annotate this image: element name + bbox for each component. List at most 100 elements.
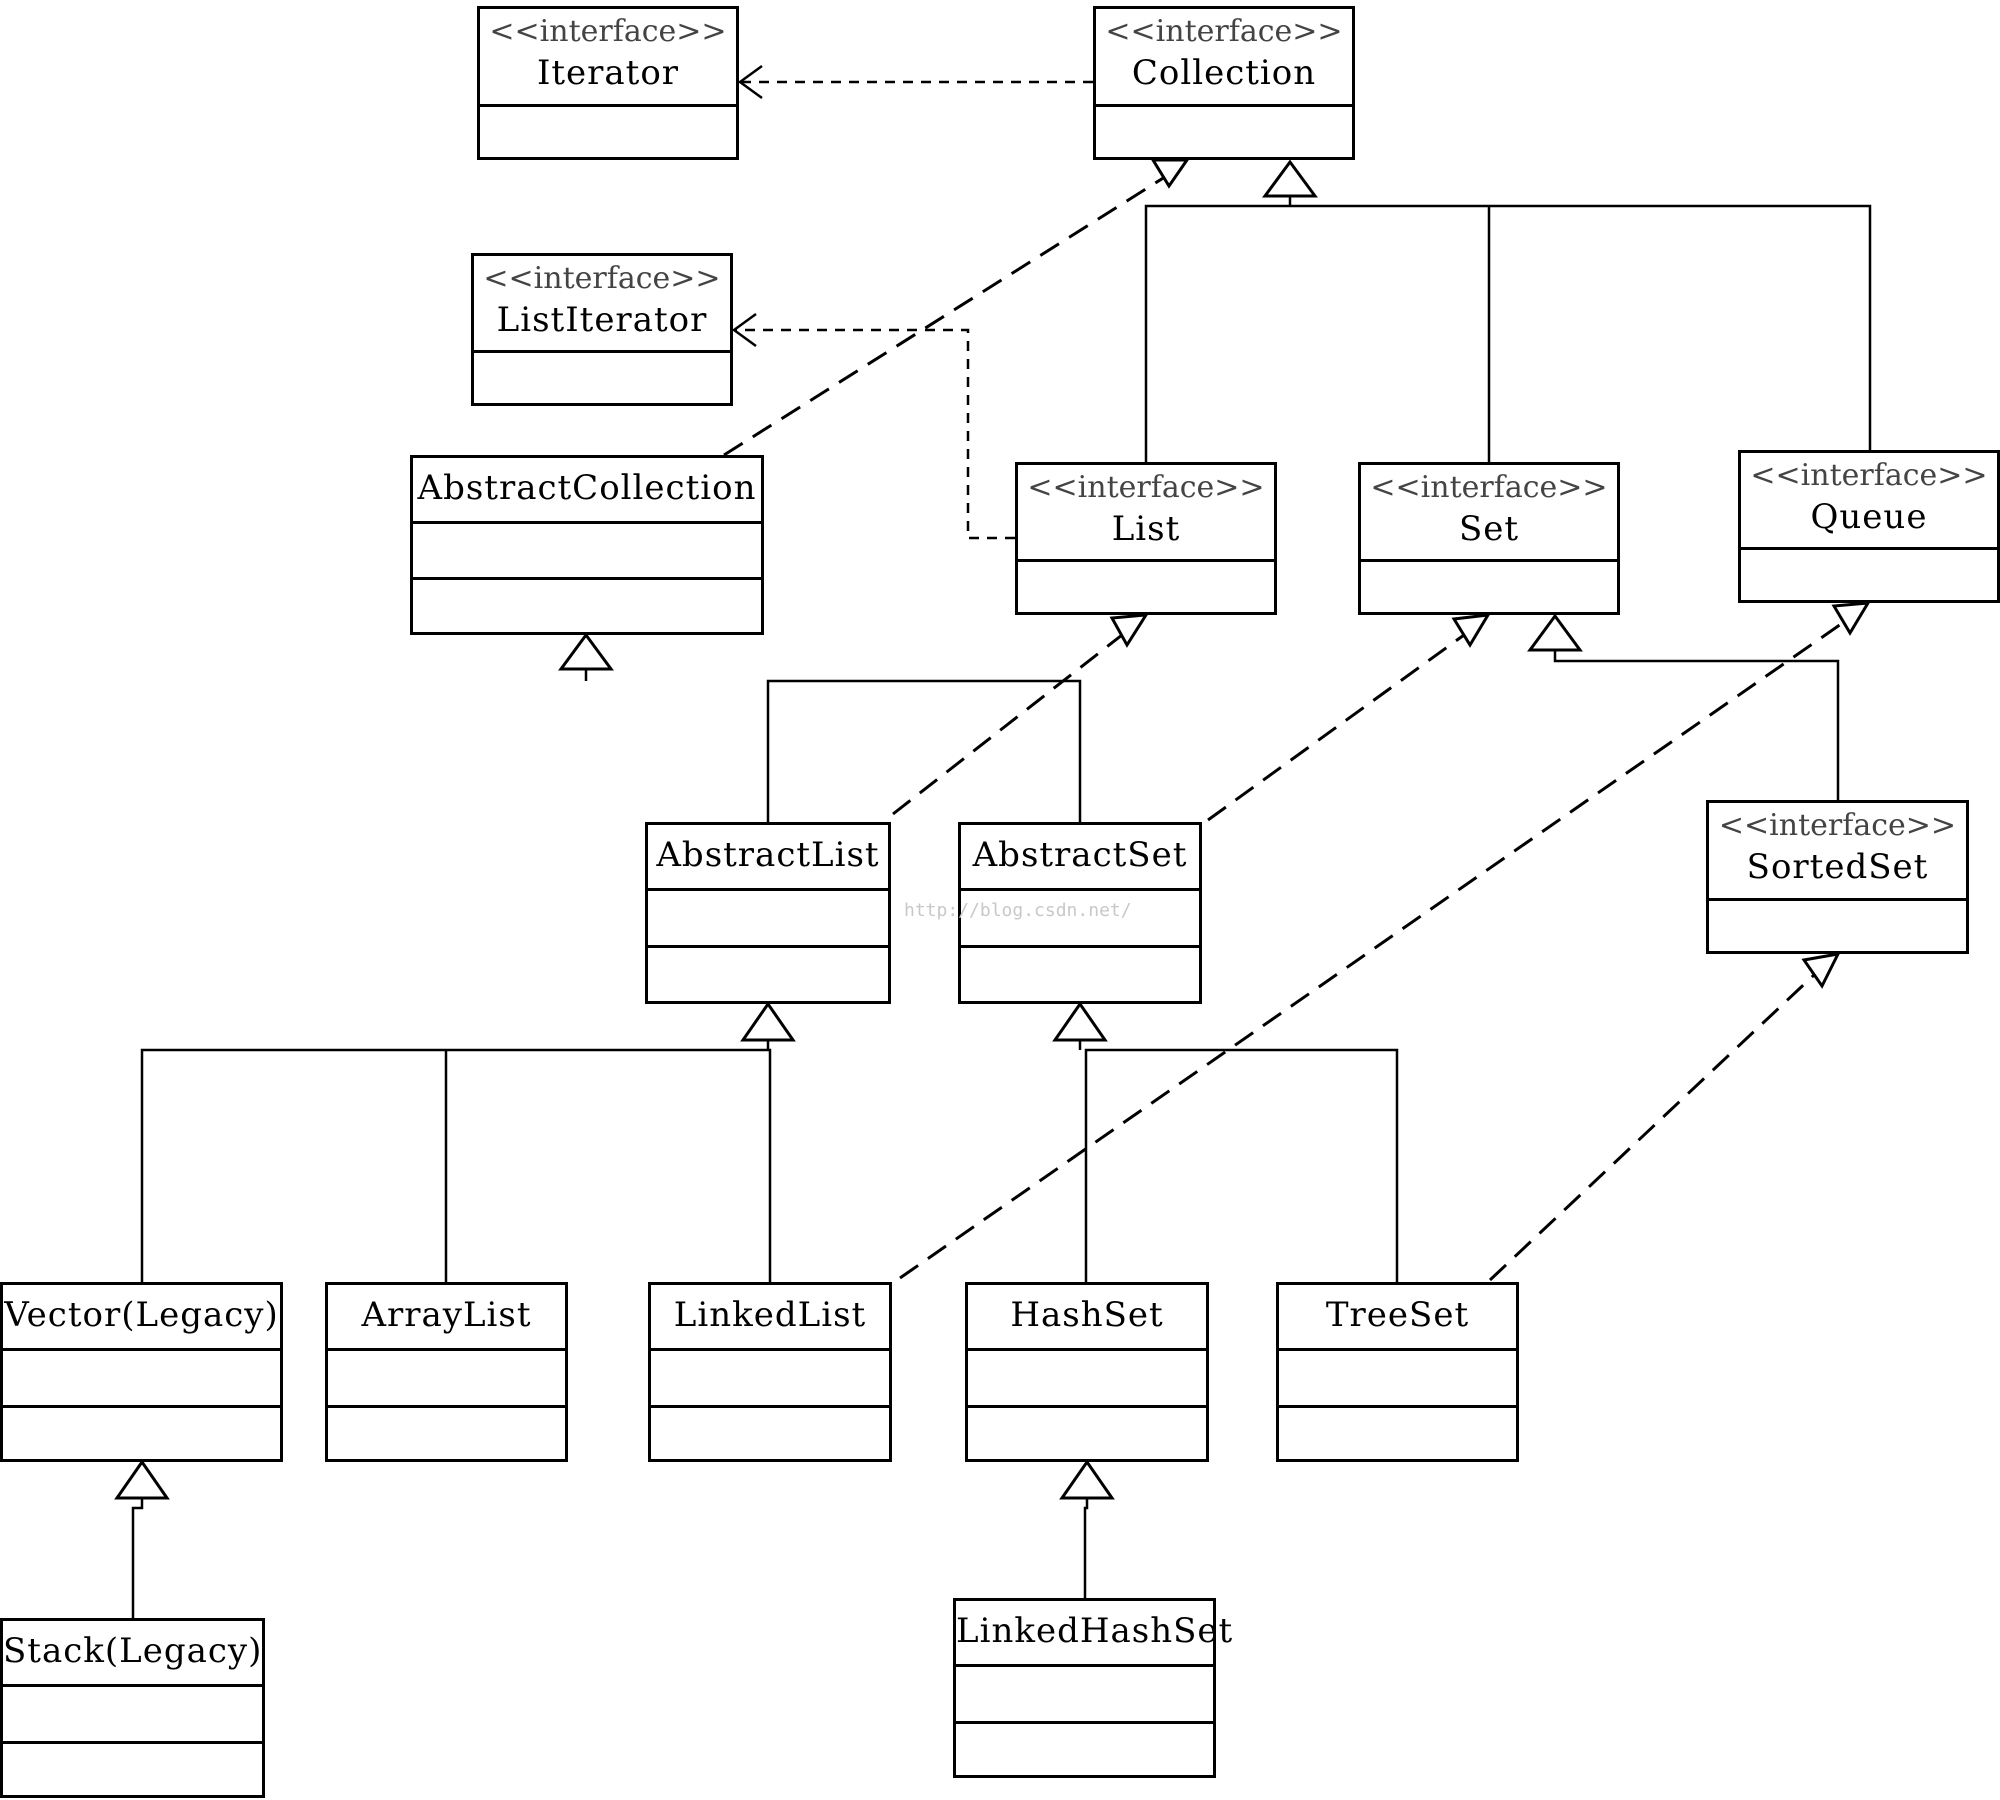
edge-abstractset-set bbox=[1207, 613, 1491, 822]
class-name: ArrayList bbox=[361, 1295, 532, 1335]
class-attributes bbox=[1279, 1351, 1516, 1408]
edge-collection-iterator bbox=[737, 64, 1093, 100]
stereotype-label: <<interface>> bbox=[483, 261, 721, 296]
class-attributes bbox=[480, 107, 736, 157]
class-header: <<interface>> SortedSet bbox=[1709, 803, 1966, 901]
class-box-linkedlist: LinkedList bbox=[648, 1282, 892, 1462]
class-name: List bbox=[1111, 509, 1181, 549]
edge-abstractset-children bbox=[1052, 1001, 1399, 1282]
class-header: LinkedHashSet bbox=[956, 1601, 1234, 1667]
class-box-list: <<interface>> List bbox=[1015, 462, 1277, 615]
class-methods bbox=[968, 1408, 1206, 1459]
class-box-sortedset: <<interface>> SortedSet bbox=[1706, 800, 1969, 954]
class-attributes bbox=[1709, 901, 1966, 951]
class-name: AbstractCollection bbox=[417, 468, 757, 508]
class-name: LinkedHashSet bbox=[956, 1611, 1234, 1651]
class-box-vector: Vector(Legacy) bbox=[0, 1282, 283, 1462]
edge-linkedlist-queue bbox=[899, 601, 1871, 1280]
stereotype-label: <<interface>> bbox=[1027, 470, 1265, 505]
class-methods bbox=[328, 1408, 565, 1459]
class-attributes bbox=[961, 891, 1199, 948]
watermark-text: http://blog.csdn.net/ bbox=[904, 900, 1132, 921]
class-attributes bbox=[3, 1687, 262, 1744]
stereotype-label: <<interface>> bbox=[1105, 14, 1343, 49]
class-methods bbox=[1279, 1408, 1516, 1459]
class-name: Queue bbox=[1810, 497, 1928, 537]
class-header: Stack(Legacy) bbox=[3, 1621, 262, 1687]
class-header: HashSet bbox=[968, 1285, 1206, 1351]
edge-abstractcollection-collection bbox=[723, 158, 1190, 457]
class-attributes bbox=[651, 1351, 889, 1408]
class-header: ArrayList bbox=[328, 1285, 565, 1351]
class-box-collection: <<interface>> Collection bbox=[1093, 6, 1355, 160]
class-attributes bbox=[3, 1351, 280, 1408]
class-attributes bbox=[1361, 562, 1617, 612]
class-methods bbox=[3, 1408, 280, 1459]
class-box-hashset: HashSet bbox=[965, 1282, 1209, 1462]
class-header: Vector(Legacy) bbox=[3, 1285, 280, 1351]
class-box-queue: <<interface>> Queue bbox=[1738, 450, 2000, 603]
class-methods bbox=[413, 580, 761, 632]
class-attributes bbox=[328, 1351, 565, 1408]
edge-stack-vector bbox=[114, 1459, 170, 1618]
stereotype-label: <<interface>> bbox=[1718, 808, 1957, 843]
stereotype-label: <<interface>> bbox=[489, 14, 727, 49]
class-methods bbox=[956, 1724, 1213, 1775]
class-name: ListIterator bbox=[496, 300, 708, 340]
class-name: Set bbox=[1458, 509, 1520, 549]
class-methods bbox=[961, 948, 1199, 1001]
class-box-listiterator: <<interface>> ListIterator bbox=[471, 253, 733, 406]
class-header: LinkedList bbox=[651, 1285, 889, 1351]
stereotype-label: <<interface>> bbox=[1750, 458, 1988, 493]
class-attributes bbox=[1741, 550, 1997, 600]
class-box-linkedhashset: LinkedHashSet bbox=[953, 1598, 1234, 1778]
class-box-stack: Stack(Legacy) bbox=[0, 1618, 265, 1798]
class-methods bbox=[3, 1744, 262, 1795]
class-methods bbox=[651, 1408, 889, 1459]
class-header: AbstractSet bbox=[961, 825, 1199, 891]
class-header: <<interface>> Collection bbox=[1096, 9, 1352, 107]
class-name: Vector(Legacy) bbox=[4, 1295, 279, 1335]
class-box-abstractlist: AbstractList bbox=[645, 822, 891, 1004]
stereotype-label: <<interface>> bbox=[1370, 470, 1608, 505]
class-attributes bbox=[413, 524, 761, 580]
class-name: Iterator bbox=[536, 53, 680, 93]
class-name: TreeSet bbox=[1325, 1295, 1470, 1335]
class-box-iterator: <<interface>> Iterator bbox=[477, 6, 739, 160]
class-attributes bbox=[956, 1667, 1213, 1724]
class-attributes bbox=[968, 1351, 1206, 1408]
class-name: Collection bbox=[1131, 53, 1317, 93]
class-name: LinkedList bbox=[673, 1295, 867, 1335]
class-header: <<interface>> ListIterator bbox=[474, 256, 730, 353]
edge-sortedset-set bbox=[1527, 613, 1840, 800]
class-name: HashSet bbox=[1010, 1295, 1164, 1335]
edge-abstractlist-children bbox=[140, 1001, 796, 1282]
class-header: <<interface>> Set bbox=[1361, 465, 1617, 562]
edge-list-listiterator bbox=[731, 312, 1015, 540]
edge-linkedhashset-hashset bbox=[1059, 1459, 1115, 1598]
class-box-abstractset: AbstractSet bbox=[958, 822, 1202, 1004]
class-box-treeset: TreeSet bbox=[1276, 1282, 1519, 1462]
class-name: AbstractSet bbox=[972, 835, 1188, 875]
class-attributes bbox=[474, 353, 730, 403]
class-header: <<interface>> List bbox=[1018, 465, 1274, 562]
class-header: AbstractList bbox=[648, 825, 888, 891]
class-name: Stack(Legacy) bbox=[3, 1631, 263, 1671]
class-header: TreeSet bbox=[1279, 1285, 1516, 1351]
class-header: <<interface>> Queue bbox=[1741, 453, 1997, 550]
edge-abstractcollection-children bbox=[558, 632, 1082, 822]
class-name: AbstractList bbox=[656, 835, 880, 875]
class-box-arraylist: ArrayList bbox=[325, 1282, 568, 1462]
class-name: SortedSet bbox=[1746, 847, 1929, 887]
class-header: <<interface>> Iterator bbox=[480, 9, 736, 107]
class-box-abstractcollection: AbstractCollection bbox=[410, 455, 764, 635]
class-box-set: <<interface>> Set bbox=[1358, 462, 1620, 615]
class-attributes bbox=[648, 891, 888, 948]
class-attributes bbox=[1096, 107, 1352, 157]
class-header: AbstractCollection bbox=[413, 458, 761, 524]
edge-collection-children bbox=[1144, 159, 1872, 462]
edge-treeset-sortedset bbox=[1488, 952, 1841, 1282]
class-methods bbox=[648, 948, 888, 1001]
